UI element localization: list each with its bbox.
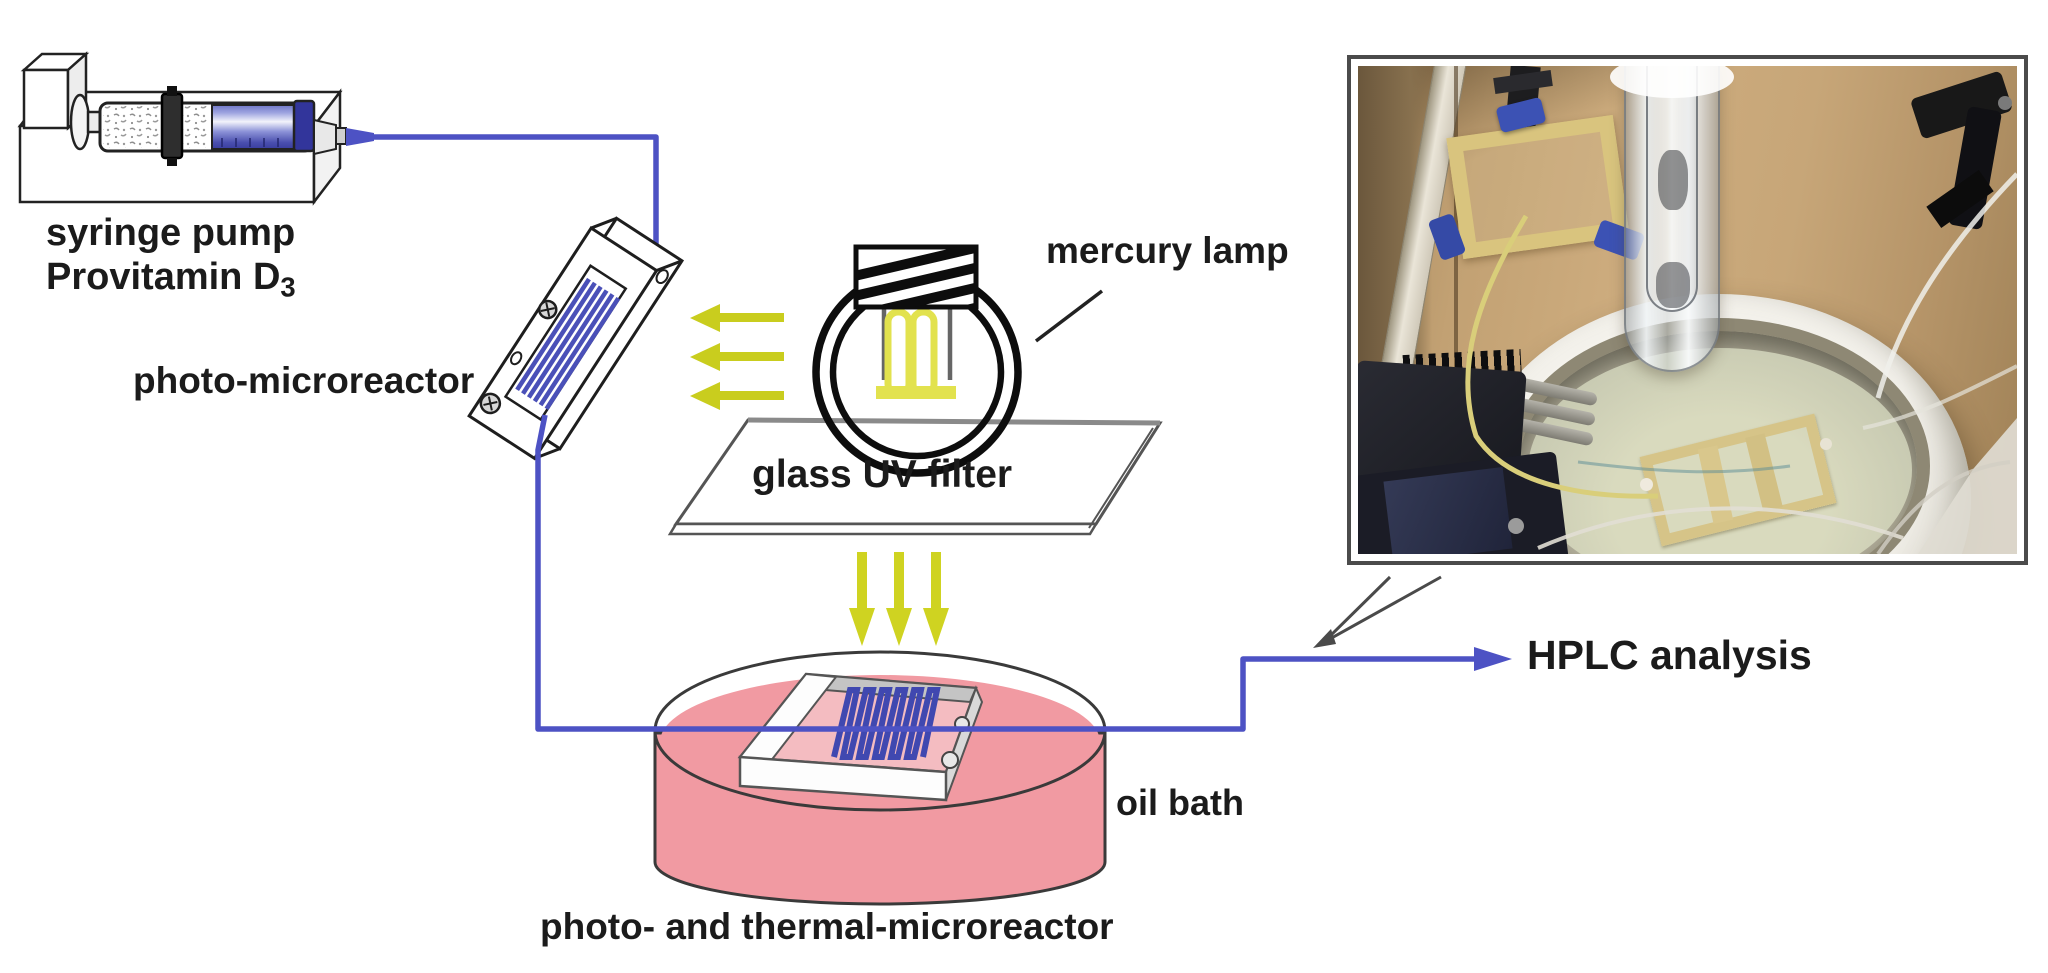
photo-inset-frame xyxy=(1347,55,2028,565)
serpentine-channel xyxy=(515,277,621,411)
inlet-port xyxy=(655,269,669,285)
holder-knob xyxy=(1820,438,1832,450)
mercury-lamp-icon xyxy=(812,244,1104,477)
oil-surface xyxy=(660,675,1100,809)
screw xyxy=(538,299,558,320)
label-provitamin-sub: 3 xyxy=(280,271,296,303)
clear-tubing xyxy=(1862,364,2017,430)
wall-corner xyxy=(1918,418,2017,554)
tubing-pump-to-reactor xyxy=(370,134,659,289)
oil-bath xyxy=(653,650,1107,906)
label-oil-bath: oil bath xyxy=(1116,782,1244,823)
screw xyxy=(479,392,502,415)
syringe-pump xyxy=(17,51,347,206)
photo-microreactor-device xyxy=(467,216,685,461)
label-glass-uv-filter: glass UV filter xyxy=(752,453,1013,496)
uv-arrows-left xyxy=(690,304,784,410)
knob xyxy=(1508,518,1524,534)
label-syringe-pump: syringe pump xyxy=(46,212,296,254)
uv-arrows-down xyxy=(849,552,949,646)
lamp-reflection xyxy=(1656,262,1690,308)
port xyxy=(509,351,523,366)
photo-inset xyxy=(1358,66,2017,554)
submerged-tubing xyxy=(1577,460,1791,474)
flow-arrowhead xyxy=(1474,647,1512,671)
label-photo-microreactor: photo-microreactor xyxy=(133,360,475,401)
lamp-cap xyxy=(853,244,979,310)
lamp-filament xyxy=(884,308,913,398)
wire xyxy=(1537,506,1904,550)
label-provitamin-text: Provitamin D xyxy=(46,256,281,298)
lamp-reflection xyxy=(1658,150,1688,210)
bolt xyxy=(1998,96,2012,110)
label-hplc-analysis: HPLC analysis xyxy=(1527,632,1812,678)
label-pointer-line xyxy=(1034,289,1104,343)
label-photo-thermal-microreactor: photo- and thermal-microreactor xyxy=(540,906,1114,947)
label-provitamin-d3: Provitamin D3 xyxy=(46,256,296,303)
thermal-microreactor-chip xyxy=(737,672,984,802)
wire xyxy=(1876,460,2011,554)
label-mercury-lamp: mercury lamp xyxy=(1046,230,1289,271)
tube-taper xyxy=(346,128,374,146)
clear-tubing xyxy=(1875,172,2017,399)
bath-rim xyxy=(653,650,1107,812)
yellow-tubing xyxy=(1465,214,1659,499)
serpentine-channel xyxy=(831,687,941,760)
photo-tubing-overlay xyxy=(1465,172,2017,554)
photo-callout-pointer xyxy=(1313,575,1442,648)
panel-seam xyxy=(1454,66,1458,554)
holder-knob xyxy=(1640,478,1653,491)
